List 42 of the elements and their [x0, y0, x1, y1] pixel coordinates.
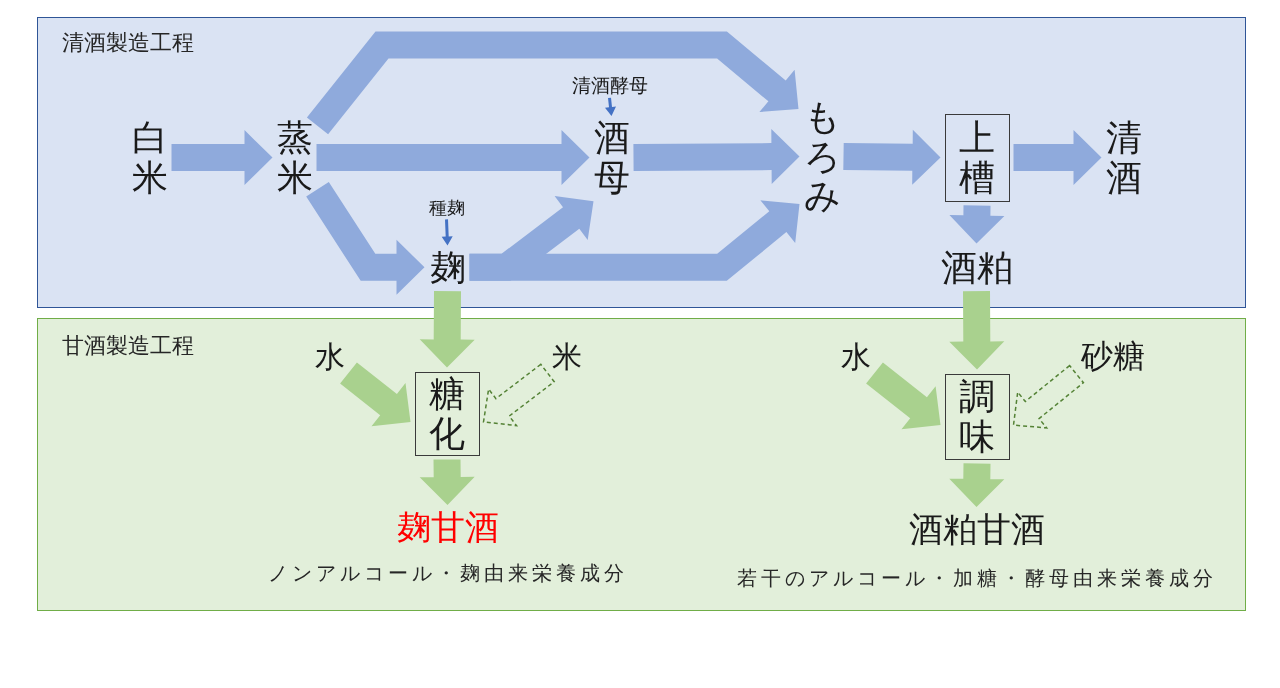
ingredient-label: 米 [551, 340, 582, 373]
block-arrow [633, 129, 800, 185]
arrow [441, 219, 453, 246]
process-box: 上槽 [944, 113, 1010, 202]
product-label: 酒粕甘酒 [908, 511, 1045, 549]
step-label: 清酒 [1105, 118, 1142, 198]
block-arrow [949, 291, 1005, 370]
step-label: 麹 [429, 247, 466, 288]
ingredient-label: 水 [840, 340, 871, 373]
step-label: もろみ [803, 97, 840, 216]
dashed-block-arrow [1012, 364, 1085, 429]
step-label: 酒粕 [940, 247, 1013, 288]
step-label: 酒母 [593, 118, 630, 198]
ingredient-label: 砂糖 [1080, 339, 1145, 375]
ingredient-label: 清酒酵母 [571, 75, 648, 96]
step-label: 白米 [131, 118, 168, 198]
block-arrow [949, 205, 1005, 244]
panel-title: 清酒製造工程 [62, 31, 194, 56]
ingredient-label: 種麹 [428, 197, 465, 218]
product-label: 麹甘酒 [396, 509, 499, 547]
process-panel [37, 318, 1246, 611]
block-arrow [340, 362, 411, 427]
product-note: ノンアルコール・麹由来栄養成分 [267, 561, 628, 584]
block-arrow [843, 129, 941, 185]
block-arrow [316, 130, 590, 186]
arrow [605, 97, 616, 116]
block-arrow [419, 291, 475, 368]
block-arrow [306, 31, 799, 135]
ingredient-label: 水 [314, 340, 345, 373]
block-arrow [171, 130, 273, 186]
process-box: 調味 [944, 373, 1010, 460]
block-arrow [306, 181, 425, 295]
block-arrow [469, 200, 800, 281]
dashed-block-arrow [482, 363, 556, 427]
block-arrow [866, 362, 941, 430]
block-arrow [1013, 130, 1102, 186]
product-note: 若干のアルコール・加糖・酵母由来栄養成分 [736, 566, 1217, 589]
panel-title: 甘酒製造工程 [62, 334, 194, 359]
block-arrow [419, 459, 475, 505]
step-label: 蒸米 [276, 118, 313, 198]
block-arrow [949, 463, 1005, 507]
process-box: 糖化 [414, 371, 480, 456]
